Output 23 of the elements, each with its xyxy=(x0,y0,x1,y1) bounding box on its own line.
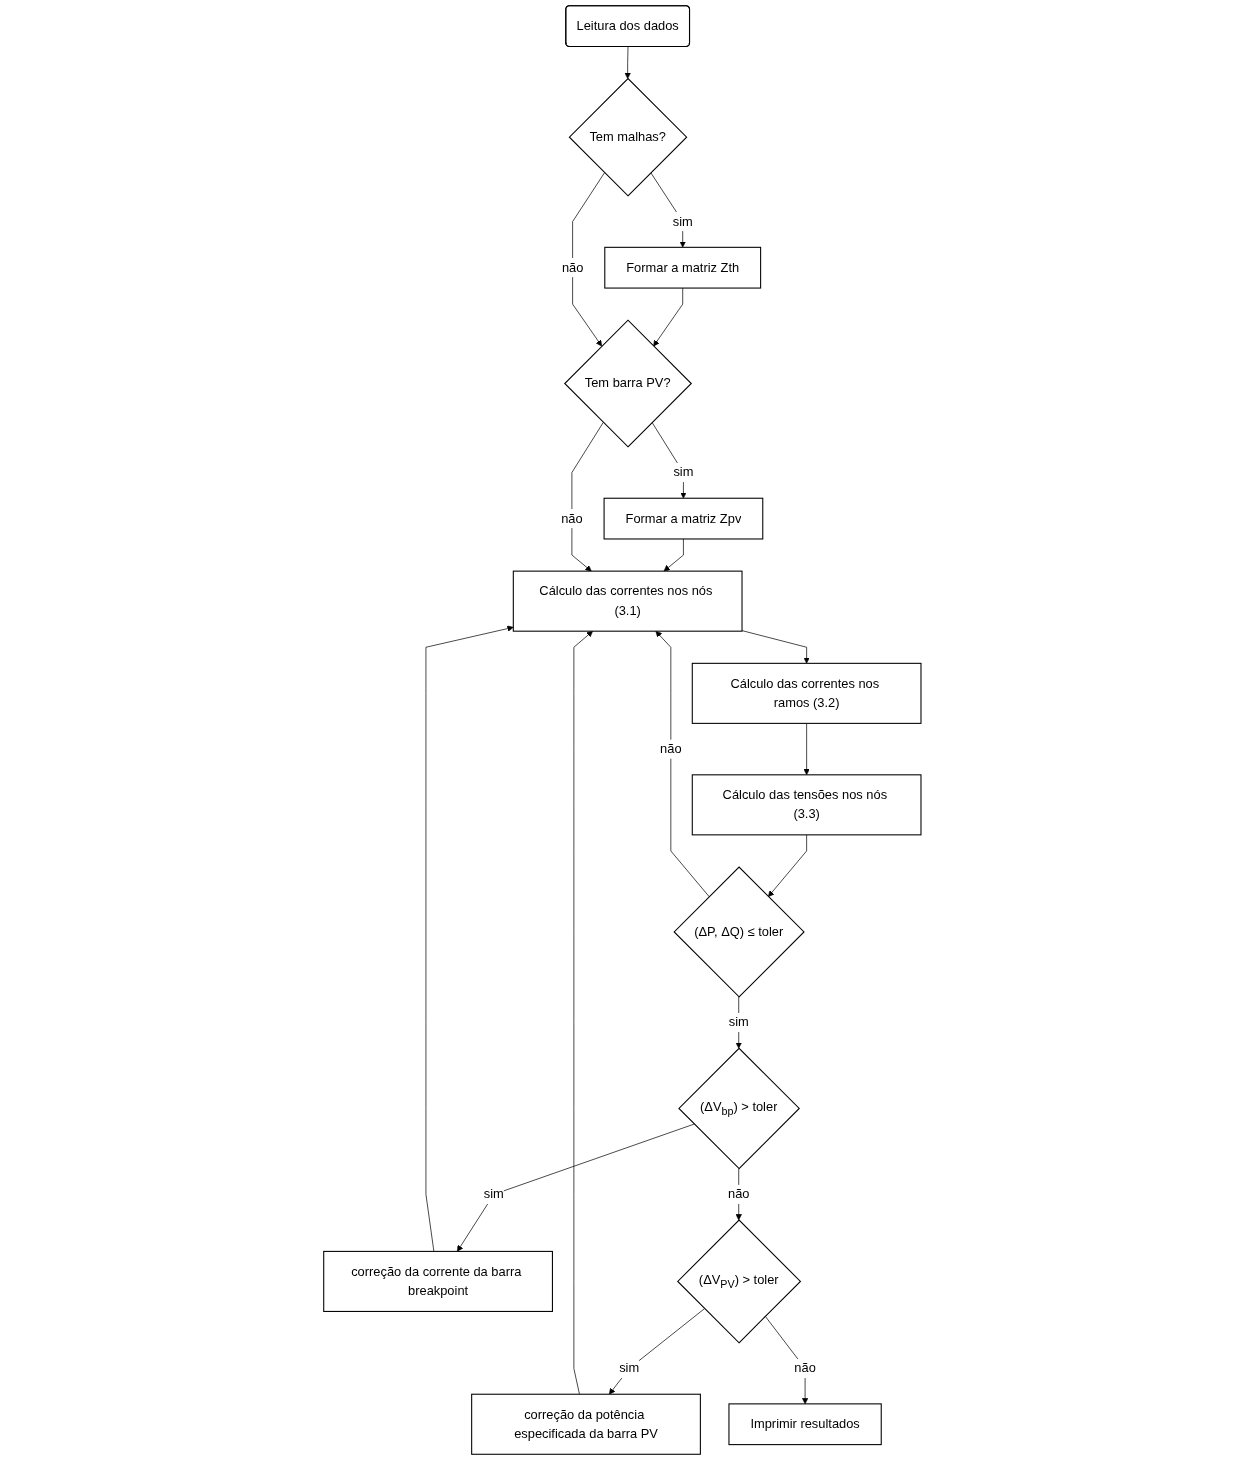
node-box: Imprimir resultados xyxy=(728,1403,882,1446)
edge-label: não xyxy=(728,1186,750,1202)
node-box: Formar a matriz Zth xyxy=(604,246,762,289)
node-box: correção da corrente da barra breakpoint xyxy=(323,1250,554,1312)
node-box: Formar a matriz Zpv xyxy=(603,497,764,540)
node-box: Cálculo das correntes nos nós (3.1) xyxy=(512,570,743,632)
edge-label: sim xyxy=(483,1186,504,1202)
node-diamond: (ΔV$_{PV}$) > toler xyxy=(677,1219,802,1344)
node-box: Cálculo das correntes nos ramos (3.2) xyxy=(691,662,922,724)
edge-label: não xyxy=(561,511,583,526)
edge-label: sim xyxy=(672,214,693,229)
node-diamond: Tem malhas? xyxy=(568,77,688,197)
node-diamond: Tem barra PV? xyxy=(564,319,693,448)
edge-label: sim xyxy=(673,465,694,480)
edge-label: sim xyxy=(619,1361,640,1376)
edge-label: não xyxy=(660,741,682,756)
edge-label: não xyxy=(794,1361,816,1376)
node-diamond: (ΔV$_{bp}$) > toler xyxy=(678,1047,801,1170)
node-box: Cálculo das tensões nos nós (3.3) xyxy=(691,774,922,836)
edge-label: sim xyxy=(728,1015,749,1030)
node-diamond: (ΔP, ΔQ) ≤ toler xyxy=(673,866,805,998)
edge-label: não xyxy=(562,260,584,275)
node-box: correção da potência especificada da barra PV xyxy=(471,1393,702,1455)
